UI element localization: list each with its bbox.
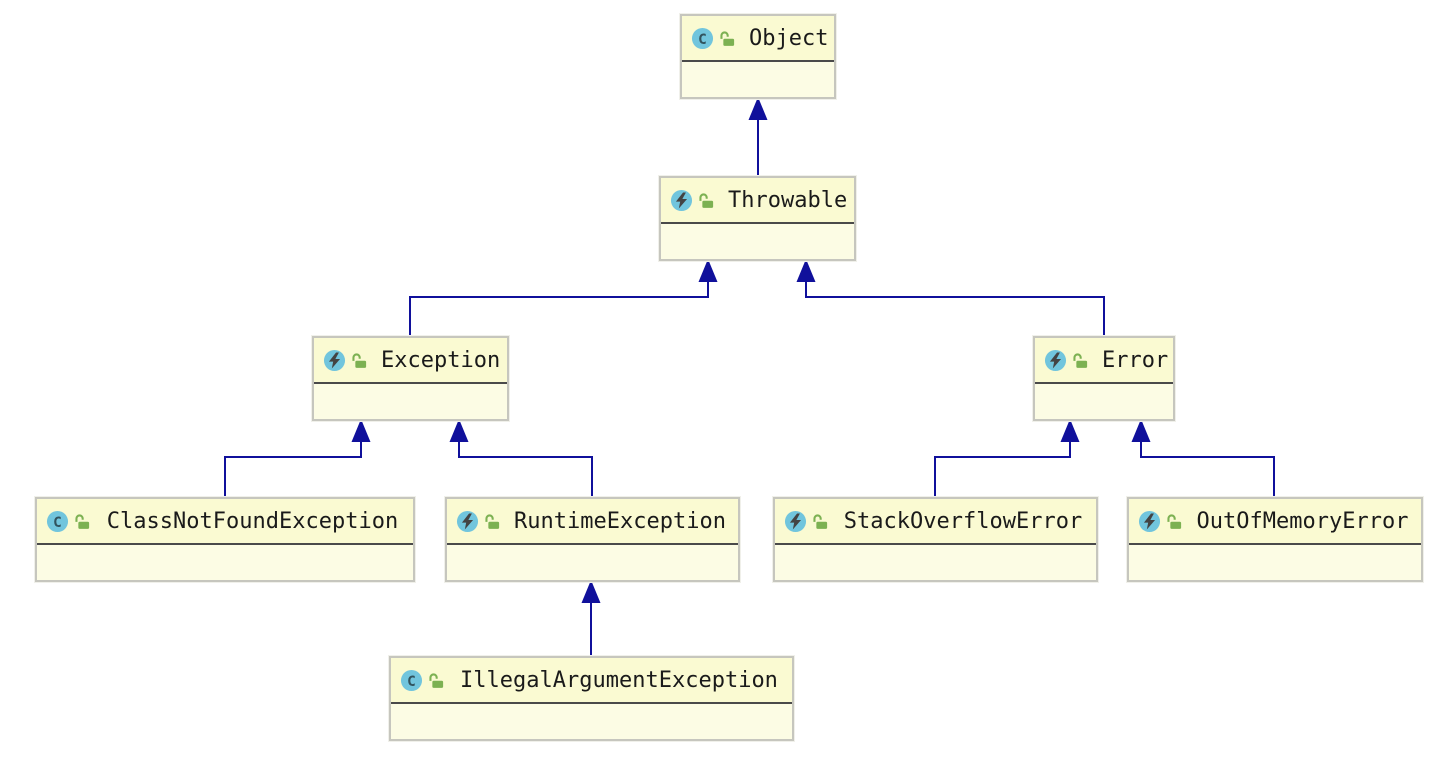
class-node-throwable[interactable]: Throwable xyxy=(659,176,856,261)
class-members-section xyxy=(775,545,1096,578)
unlocked-icon xyxy=(74,513,91,530)
class-node-object[interactable]: Object xyxy=(680,14,836,99)
class-header: OutOfMemoryError xyxy=(1129,499,1421,545)
unlocked-icon xyxy=(812,513,829,530)
class-icon xyxy=(46,510,69,533)
class-members-section xyxy=(37,545,413,578)
class-name-label: RuntimeException xyxy=(514,508,726,534)
exception-icon xyxy=(784,510,807,533)
edge-soe-error xyxy=(934,440,1071,497)
edge-runtime-exception xyxy=(458,440,593,497)
class-name-label: Exception xyxy=(381,347,501,373)
unlocked-icon xyxy=(351,352,368,369)
unlocked-icon xyxy=(484,513,501,530)
class-members-section xyxy=(682,62,834,95)
class-name-label: Error xyxy=(1102,347,1169,373)
class-members-section xyxy=(391,704,792,737)
edge-error-throwable xyxy=(805,280,1105,336)
class-header: Object xyxy=(682,16,834,62)
class-node-runtimeexception[interactable]: RuntimeException xyxy=(445,497,740,582)
class-members-section xyxy=(447,545,738,578)
exception-icon xyxy=(1138,510,1161,533)
class-name-label: StackOverflowError xyxy=(843,508,1083,534)
class-node-illegalargumentexception[interactable]: IllegalArgumentException xyxy=(389,656,794,741)
class-name-label: Throwable xyxy=(728,187,848,213)
class-icon xyxy=(691,27,714,50)
class-node-outofmemoryerror[interactable]: OutOfMemoryError xyxy=(1127,497,1423,582)
class-node-classnotfoundexception[interactable]: ClassNotFoundException xyxy=(35,497,415,582)
class-node-error[interactable]: Error xyxy=(1033,336,1175,421)
class-name-label: OutOfMemoryError xyxy=(1196,508,1409,534)
class-members-section xyxy=(661,224,854,257)
class-name-label: IllegalArgumentException xyxy=(460,667,778,693)
edge-oome-error xyxy=(1140,440,1275,497)
exception-icon xyxy=(456,510,479,533)
class-members-section xyxy=(1129,545,1421,578)
class-header: Error xyxy=(1035,338,1173,384)
class-node-stackoverflowerror[interactable]: StackOverflowError xyxy=(773,497,1098,582)
class-name-label: Object xyxy=(749,25,829,51)
unlocked-icon xyxy=(1166,513,1183,530)
class-name-label: ClassNotFoundException xyxy=(106,508,399,534)
exception-icon xyxy=(323,349,346,372)
class-members-section xyxy=(314,384,507,417)
class-icon xyxy=(400,669,423,692)
unlocked-icon xyxy=(698,192,715,209)
class-header: IllegalArgumentException xyxy=(391,658,792,704)
exception-icon xyxy=(670,189,693,212)
edge-exception-throwable xyxy=(409,280,709,336)
class-header: Throwable xyxy=(661,178,854,224)
class-header: RuntimeException xyxy=(447,499,738,545)
class-header: StackOverflowError xyxy=(775,499,1096,545)
class-header: ClassNotFoundException xyxy=(37,499,413,545)
unlocked-icon xyxy=(428,672,445,689)
class-members-section xyxy=(1035,384,1173,417)
class-header: Exception xyxy=(314,338,507,384)
exception-icon xyxy=(1044,349,1067,372)
unlocked-icon xyxy=(1072,352,1089,369)
class-node-exception[interactable]: Exception xyxy=(312,336,509,421)
edge-cnfe-exception xyxy=(224,440,362,497)
unlocked-icon xyxy=(719,30,736,47)
